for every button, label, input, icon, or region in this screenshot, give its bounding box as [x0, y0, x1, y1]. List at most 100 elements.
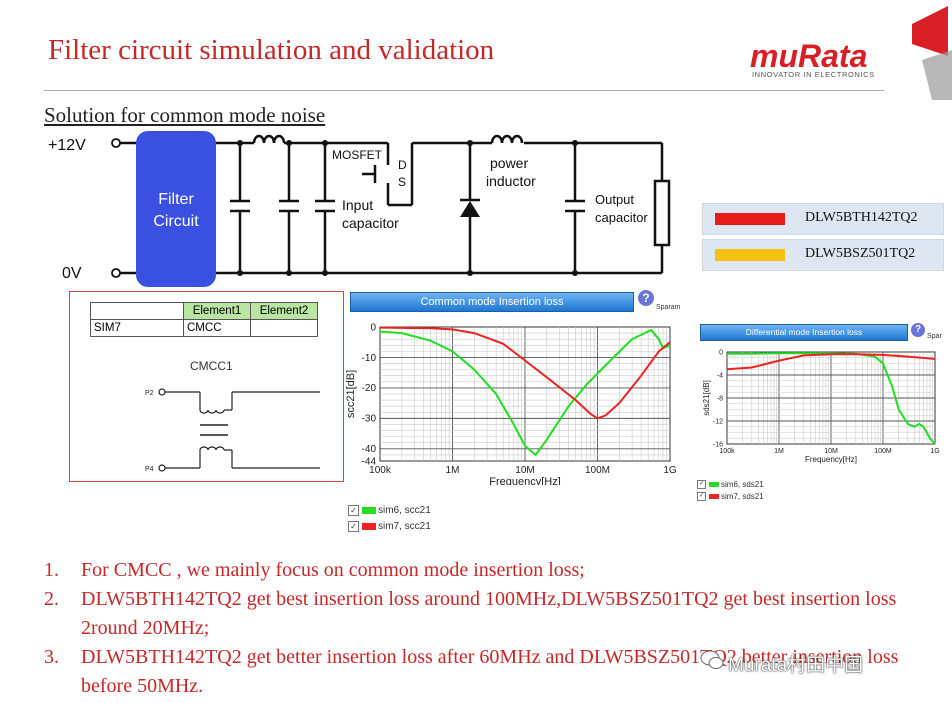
series-name: sim7, sds21	[721, 492, 764, 501]
dm-y-tick-label: -4	[717, 372, 723, 379]
table-header: Element1	[183, 302, 251, 320]
cm-y-axis-label: scc21[dB]	[345, 370, 357, 418]
dm-x-tick-label: 100M	[874, 448, 892, 455]
part-legend: DLW5BTH142TQ2 DLW5BSZ501TQ2	[702, 203, 944, 271]
series-swatch	[709, 482, 719, 488]
cmcc-schematic: P2 P4	[145, 388, 320, 473]
mosfet-label: MOSFET	[332, 148, 383, 162]
cm-sparam-label: Sparam	[656, 304, 681, 311]
dm-series-line-1	[727, 352, 936, 445]
dm-y-tick-label: -16	[713, 441, 723, 448]
cm-series-toggle[interactable]: ✓ sim7, scc21	[348, 521, 431, 532]
series-swatch	[362, 507, 376, 514]
vin-label: +12V	[48, 137, 86, 154]
inductor-label-1: power	[490, 155, 528, 171]
legend-part-name: DLW5BTH142TQ2	[805, 210, 918, 225]
schematic-label: CMCC1	[190, 359, 233, 373]
dm-y-tick-label: -8	[717, 395, 723, 402]
table-cell	[250, 319, 318, 337]
notes-list: 1. For CMCC , we mainly focus on common m…	[44, 556, 924, 701]
legend-row-bth: DLW5BTH142TQ2	[702, 203, 944, 235]
series-name: sim7, scc21	[378, 521, 431, 533]
table-header: Element2	[250, 302, 318, 320]
dm-series-toggle[interactable]: ✓ sim7, sds21	[697, 492, 764, 502]
element-table: Element1 Element2 SIM7 CMCC	[90, 302, 318, 337]
mosfet-drain: D	[398, 158, 407, 172]
power-circuit-schematic: Filter Circuit +12V 0V MOSFET D S Input …	[48, 131, 671, 287]
filter-label-2: Circuit	[153, 213, 199, 230]
dm-x-tick-label: 1G	[930, 448, 939, 455]
table-cell: SIM7	[90, 319, 184, 337]
title-divider	[44, 90, 884, 91]
cm-series-toggle[interactable]: ✓ sim6, scc21	[348, 505, 431, 516]
note-number: 3.	[44, 646, 59, 668]
cm-chart-title: Common mode Insertion loss	[350, 292, 634, 312]
note-text: For CMCC , we mainly focus on common mod…	[81, 559, 585, 581]
output-cap-label-1: Output	[595, 192, 634, 207]
output-cap-label-2: capacitor	[595, 210, 648, 225]
dm-y-axis-label: sds21[dB]	[702, 380, 711, 416]
table-cell: CMCC	[183, 319, 251, 337]
filter-label-1: Filter	[158, 191, 194, 208]
cmcc-setup-panel: Element1 Element2 SIM7 CMCC CMCC1	[69, 291, 344, 482]
cm-series-line-2	[379, 326, 671, 420]
cm-y-tick-label: 0	[370, 322, 376, 333]
note-number: 1.	[44, 559, 59, 581]
checkbox-icon[interactable]: ✓	[348, 505, 359, 516]
cm-x-axis-label: Frequency[Hz]	[489, 476, 561, 485]
checkbox-icon[interactable]: ✓	[348, 521, 359, 532]
cm-y-tick-label: -40	[362, 444, 377, 455]
legend-swatch-yellow	[715, 249, 785, 261]
checkbox-icon[interactable]: ✓	[697, 480, 706, 490]
cm-x-tick-label: 100k	[369, 465, 392, 476]
section-heading: Solution for common mode noise	[44, 103, 326, 127]
series-name: sim6, sds21	[721, 480, 764, 489]
dm-sparam-label: Spar	[927, 333, 942, 340]
checkbox-icon[interactable]: ✓	[697, 492, 706, 502]
dm-x-tick-label: 10M	[824, 448, 838, 455]
input-cap-label-1: Input	[342, 197, 373, 213]
dm-y-tick-label: -12	[713, 418, 723, 425]
murata-logo: muRata	[750, 38, 868, 74]
dm-x-axis-label: Frequency[Hz]	[805, 455, 857, 464]
note-item: 2. DLW5BTH142TQ2 get best insertion loss …	[44, 585, 924, 643]
cm-x-tick-label: 1M	[446, 465, 460, 476]
pin-p2-label: P2	[145, 390, 154, 397]
note-text: DLW5BTH142TQ2 get best insertion loss ar…	[81, 588, 897, 639]
dm-y-tick-label: 0	[719, 349, 723, 356]
note-item: 3. DLW5BTH142TQ2 get better insertion los…	[44, 643, 924, 701]
gnd-label: 0V	[62, 265, 82, 282]
cm-y-tick-label: -20	[362, 383, 377, 394]
series-name: sim6, scc21	[378, 505, 431, 517]
wechat-icon	[700, 650, 724, 669]
dm-chart-title: Differential mode Insertion loss	[700, 324, 908, 341]
dm-x-tick-label: 100k	[719, 448, 735, 455]
inductor-label-2: inductor	[486, 173, 536, 189]
watermark: Murata村田中国	[728, 655, 864, 676]
series-swatch	[362, 523, 376, 530]
dm-series-line-2	[726, 353, 936, 371]
dm-x-tick-label: 1M	[774, 448, 784, 455]
cm-series-line-1	[379, 328, 671, 457]
slide-title: Filter circuit simulation and validation	[48, 34, 495, 66]
mosfet-source: S	[398, 175, 406, 189]
dm-series-toggle[interactable]: ✓ sim6, sds21	[697, 480, 764, 490]
dm-help-icon[interactable]: ?	[911, 323, 925, 337]
corner-decoration	[912, 6, 952, 100]
cm-x-tick-label: 10M	[515, 465, 534, 476]
note-item: 1. For CMCC , we mainly focus on common m…	[44, 556, 924, 585]
cm-x-tick-label: 100M	[585, 465, 610, 476]
legend-part-name: DLW5BSZ501TQ2	[805, 246, 916, 261]
cm-help-icon[interactable]: ?	[638, 290, 654, 306]
table-header	[90, 302, 184, 320]
pin-p4-label: P4	[145, 466, 154, 473]
cm-x-tick-label: 1G	[663, 465, 677, 476]
cm-y-tick-label: -44	[362, 456, 377, 467]
note-number: 2.	[44, 588, 59, 610]
note-text: DLW5BTH142TQ2 get better insertion loss …	[81, 646, 899, 697]
series-swatch	[709, 494, 719, 500]
cm-y-tick-label: -10	[362, 353, 377, 364]
legend-row-bsz: DLW5BSZ501TQ2	[702, 239, 944, 271]
